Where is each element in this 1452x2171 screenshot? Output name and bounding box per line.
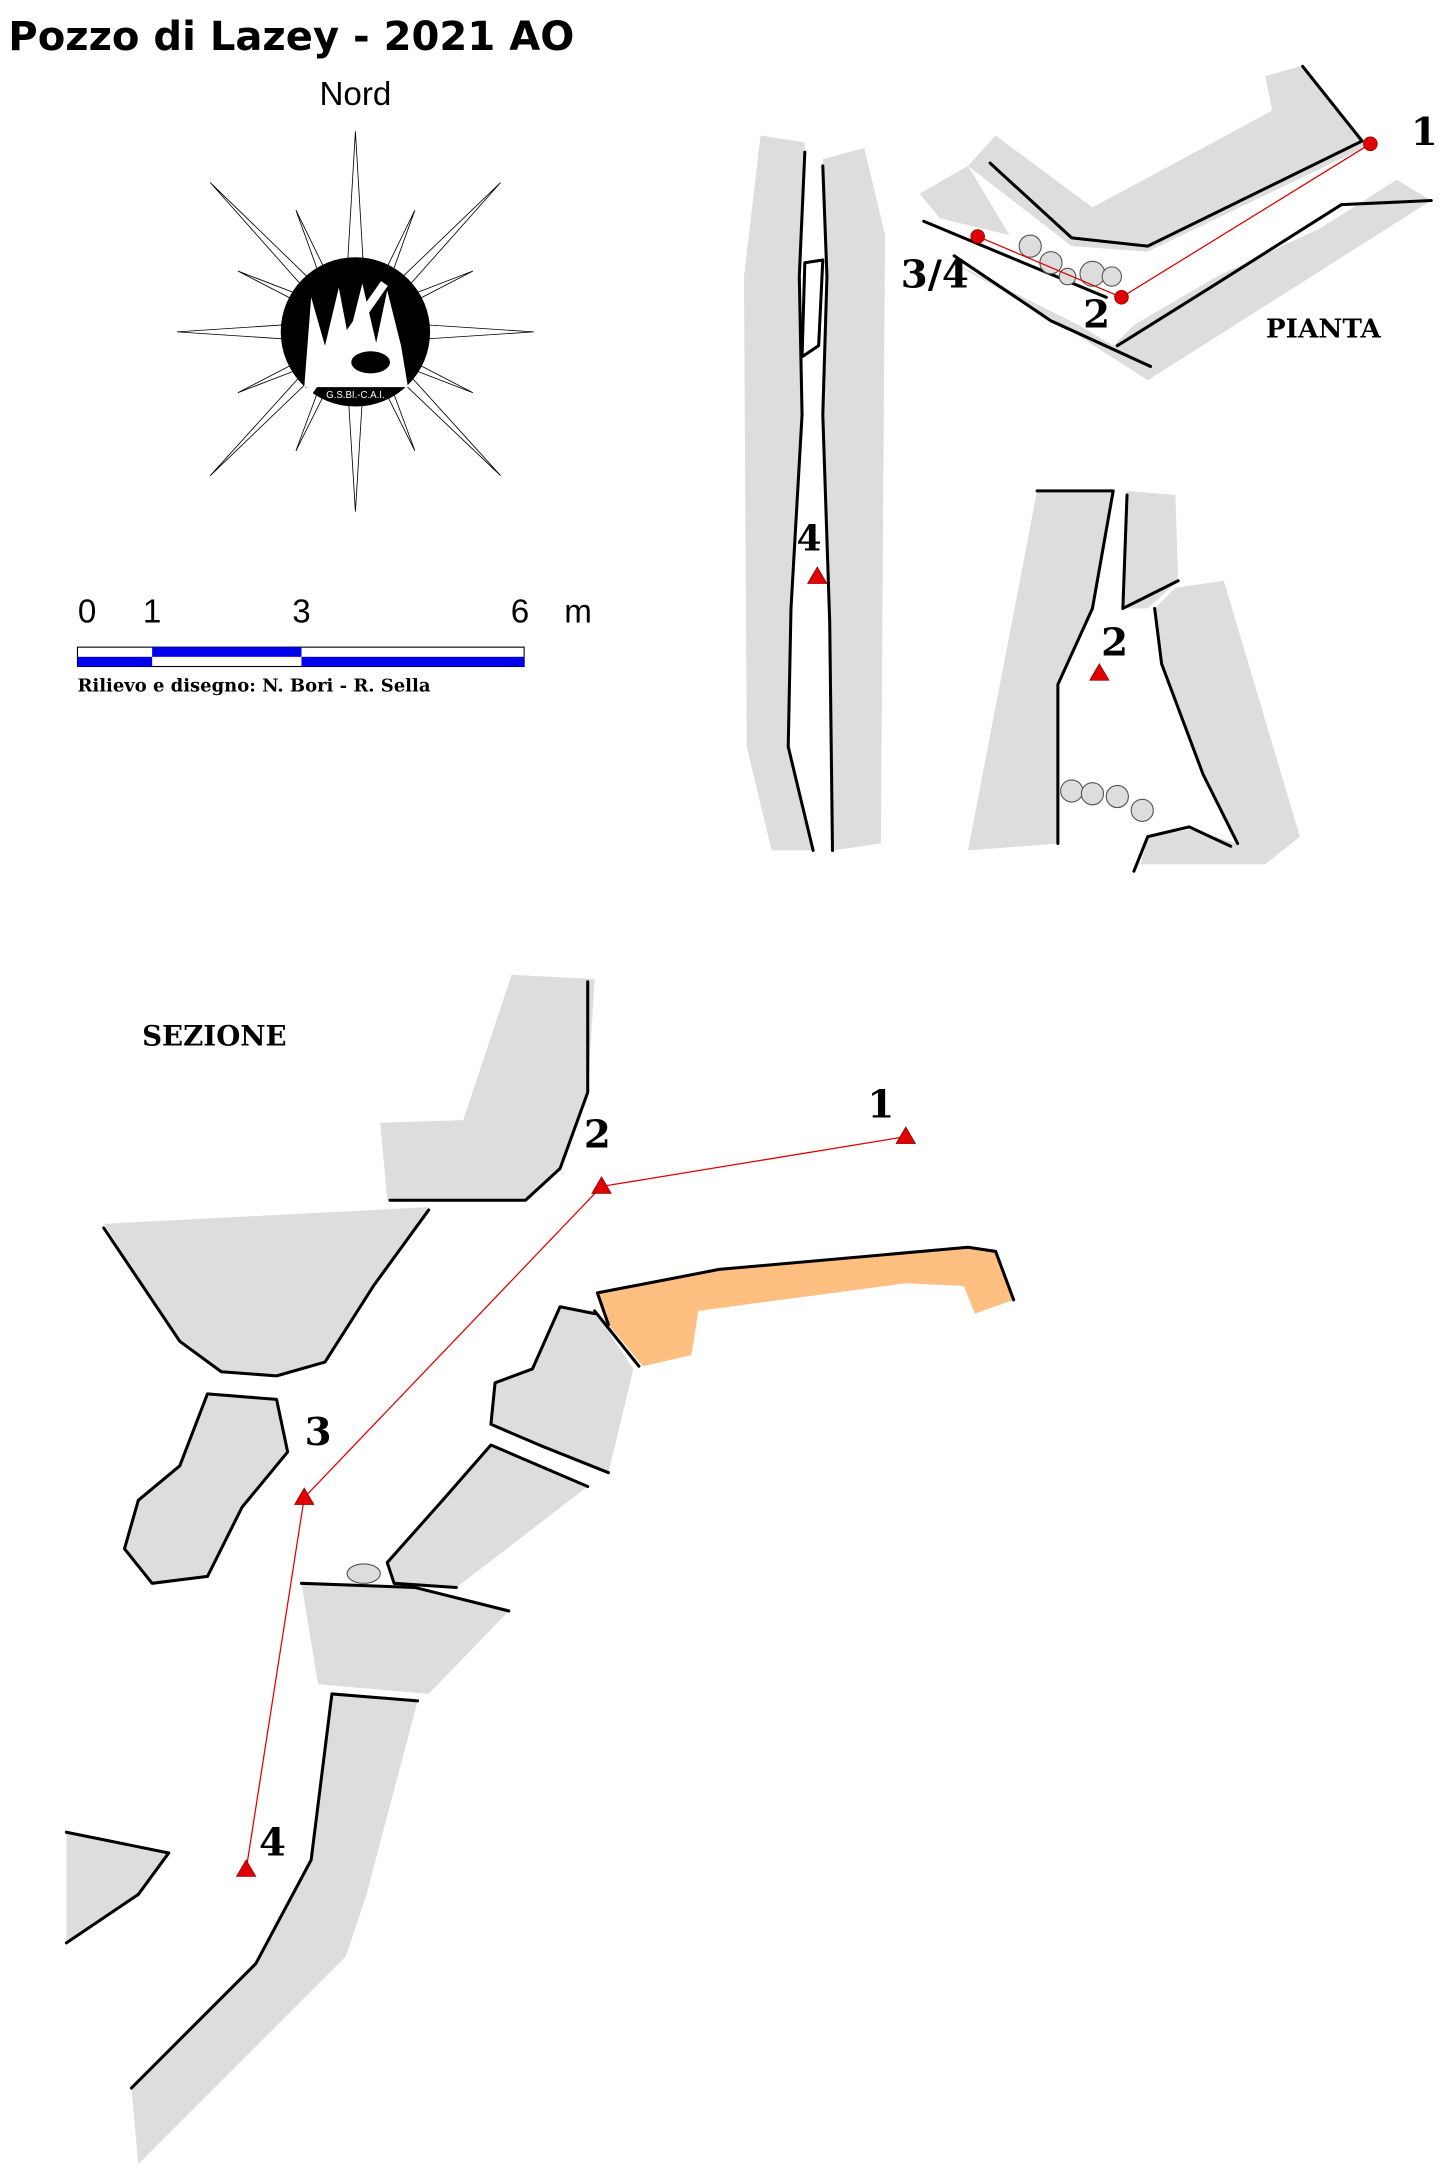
speleo-club-logo: G.S.BI.-C.A.I. (280, 257, 431, 407)
svg-text:3/4: 3/4 (901, 253, 969, 298)
section-view: SEZIONE 1 2 3 4 (64, 974, 1016, 2165)
plan-label: PIANTA (1266, 313, 1382, 344)
svg-text:1: 1 (143, 593, 161, 630)
svg-text:1: 1 (1411, 110, 1438, 155)
section-label: SEZIONE (142, 1019, 287, 1052)
credits: Rilievo e disegno: N. Bori - R. Sella (77, 675, 430, 696)
plan-vertical-passage: 4 (743, 135, 886, 852)
svg-text:m: m (564, 593, 592, 630)
north-label: Nord (319, 76, 391, 113)
svg-text:3: 3 (292, 593, 310, 630)
map-title: Pozzo di Lazey - 2021 AO (8, 14, 574, 60)
svg-text:1: 1 (867, 1082, 894, 1127)
svg-text:2: 2 (1083, 293, 1110, 338)
svg-text:0: 0 (78, 593, 96, 630)
svg-text:4: 4 (259, 1821, 286, 1866)
svg-text:2: 2 (1101, 620, 1128, 665)
svg-text:6: 6 (511, 593, 529, 630)
svg-text:G.S.BI.-C.A.I.: G.S.BI.-C.A.I. (326, 390, 385, 401)
scale-bar: 0 1 3 6 m (76, 593, 592, 668)
highlight-area (597, 1247, 1014, 1367)
plan-upper-passage: 1 2 3/4 PIANTA (901, 64, 1438, 381)
plan-lower-passage: 2 (967, 489, 1300, 873)
svg-text:2: 2 (584, 1113, 611, 1158)
svg-text:3: 3 (305, 1410, 332, 1455)
svg-text:4: 4 (796, 517, 821, 559)
